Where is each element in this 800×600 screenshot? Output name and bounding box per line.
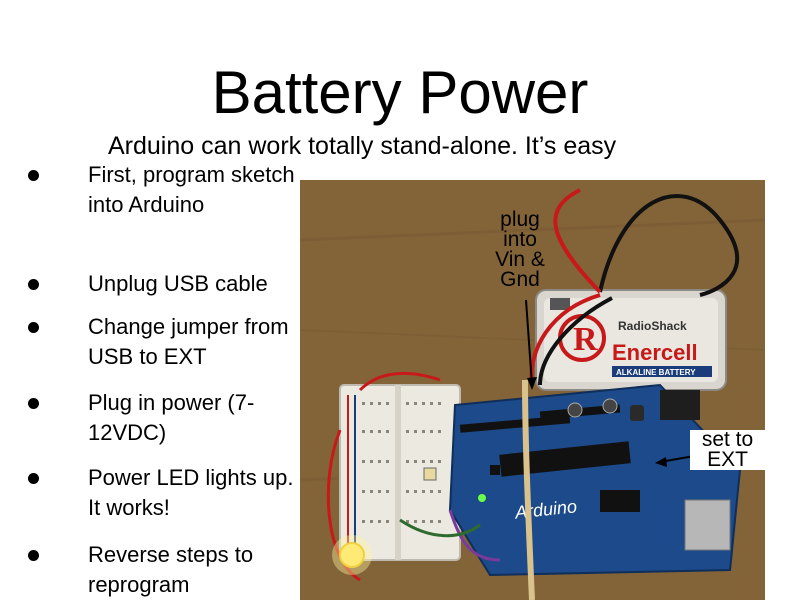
bullet-text: First, program sketch into Arduino: [88, 162, 295, 217]
bullet-text: Change jumper from USB to EXT: [88, 314, 289, 369]
jumper-callout: set to EXT: [690, 428, 765, 471]
battery: R RadioShack Enercell ALKALINE BATTERY: [535, 289, 727, 391]
bullet-dot-icon: [28, 550, 39, 561]
callout-line: EXT: [707, 448, 748, 471]
bullet-list: First, program sketch into Arduino Unplu…: [0, 0, 300, 600]
callout-line: plug: [500, 208, 540, 231]
arduino-battery-photo: R RadioShack Enercell ALKALINE BATTERY: [300, 180, 765, 600]
battery-type-text: ALKALINE BATTERY: [616, 368, 696, 377]
battery-name-text: Enercell: [612, 340, 698, 365]
arduino-board: Arduino: [448, 383, 742, 577]
bullet-dot-icon: [28, 279, 39, 290]
callout-line: Vin &: [495, 248, 545, 271]
slide-subtitle: Arduino can work totally stand-alone. It…: [108, 132, 617, 160]
bullet-text: Plug in power (7-12VDC): [88, 390, 255, 445]
bullet-dot-icon: [28, 170, 39, 181]
svg-text:R: R: [573, 321, 598, 358]
bullet-dot-icon: [28, 473, 39, 484]
plug-callout: plug into Vin & Gnd: [478, 208, 562, 291]
bullet-dot-icon: [28, 322, 39, 333]
slide-title: Battery Power: [211, 59, 589, 126]
callout-line: into: [503, 228, 537, 251]
breadboard: [339, 384, 461, 561]
bullet-text: Reverse steps to reprogram: [88, 542, 254, 597]
battery-brand-text: RadioShack: [618, 319, 687, 333]
bullet-text: Power LED lights up. It works!: [88, 465, 294, 520]
bullet-text: Unplug USB cable: [88, 271, 268, 296]
callout-line: set to: [701, 428, 754, 451]
led: [339, 542, 365, 568]
bullet-dot-icon: [28, 398, 39, 409]
callout-line: Gnd: [500, 268, 540, 291]
